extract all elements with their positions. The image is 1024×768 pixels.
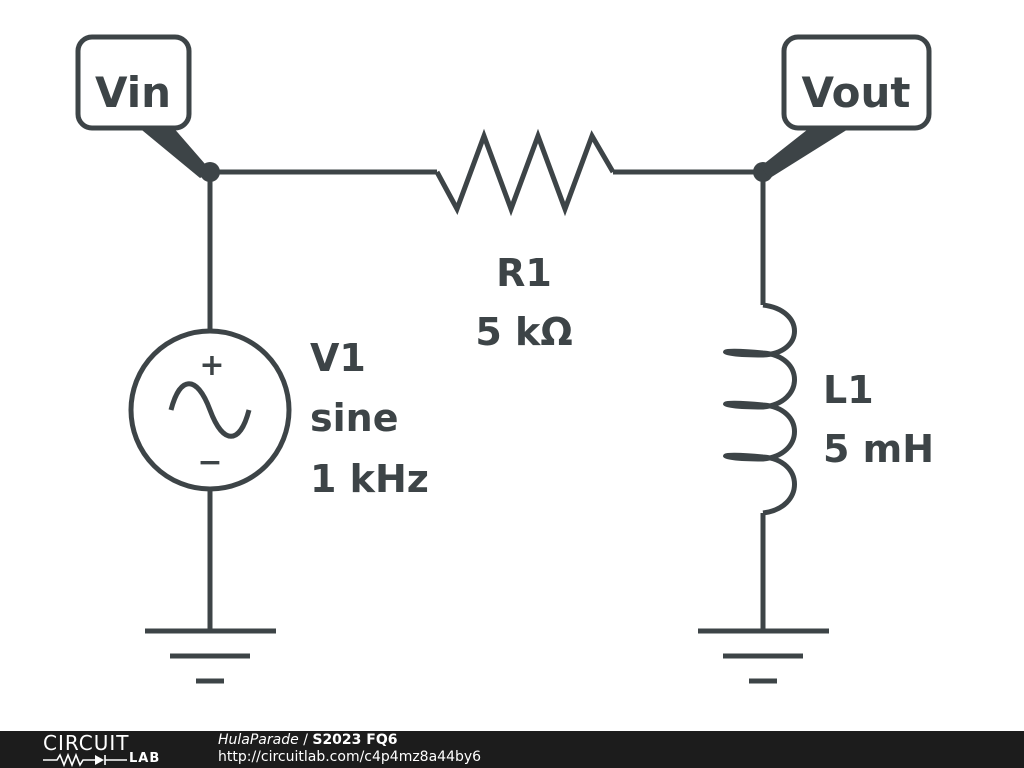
label-text-vout: Vout bbox=[801, 68, 910, 117]
label-pointer-vout bbox=[760, 126, 853, 178]
circuit-title-line: HulaParade / S2023 FQ6 bbox=[218, 732, 481, 749]
v1-frequency-label: 1 kHz bbox=[310, 457, 429, 501]
label-box-vout bbox=[781, 34, 932, 131]
circuitlab-logo[interactable]: CIRCUIT LAB bbox=[43, 731, 183, 767]
voltage-source-v1[interactable]: + − bbox=[128, 328, 292, 492]
inductor-l1[interactable] bbox=[723, 302, 797, 516]
footer-bar: CIRCUIT LAB HulaParade / S2023 FQ6 http:… bbox=[0, 731, 1024, 768]
title-separator: / bbox=[303, 732, 308, 748]
author-link[interactable]: HulaParade bbox=[218, 732, 299, 748]
logo-text-lab: LAB bbox=[129, 751, 161, 766]
label-box-vin bbox=[75, 34, 192, 131]
node-label-vout[interactable]: Vout bbox=[760, 34, 932, 178]
resistor-r1[interactable] bbox=[434, 128, 616, 217]
r1-value-label: 5 kΩ bbox=[475, 310, 572, 354]
l1-value-label: 5 mH bbox=[823, 427, 934, 471]
v1-name-label: V1 bbox=[310, 336, 366, 380]
circuit-title[interactable]: S2023 FQ6 bbox=[312, 732, 398, 748]
source-minus-sign: − bbox=[197, 445, 222, 480]
circuit-url[interactable]: http://circuitlab.com/c4p4mz8a44by6 bbox=[218, 749, 482, 765]
logo-text-circuit: CIRCUIT bbox=[43, 731, 130, 755]
resistor-diode-logo-icon bbox=[43, 753, 127, 767]
ground-symbol-right bbox=[698, 628, 829, 684]
ground-symbol-left bbox=[145, 628, 276, 684]
label-text-vin: Vin bbox=[95, 68, 171, 117]
sine-icon bbox=[168, 381, 252, 439]
circuit-meta: HulaParade / S2023 FQ6 http://circuitlab… bbox=[218, 732, 481, 766]
source-plus-sign: + bbox=[199, 348, 224, 383]
node-label-vin[interactable]: Vin bbox=[75, 34, 212, 178]
l1-name-label: L1 bbox=[823, 368, 874, 412]
label-pointer-vin bbox=[137, 126, 212, 178]
r1-name-label: R1 bbox=[496, 251, 552, 295]
v1-waveform-label: sine bbox=[310, 396, 398, 440]
